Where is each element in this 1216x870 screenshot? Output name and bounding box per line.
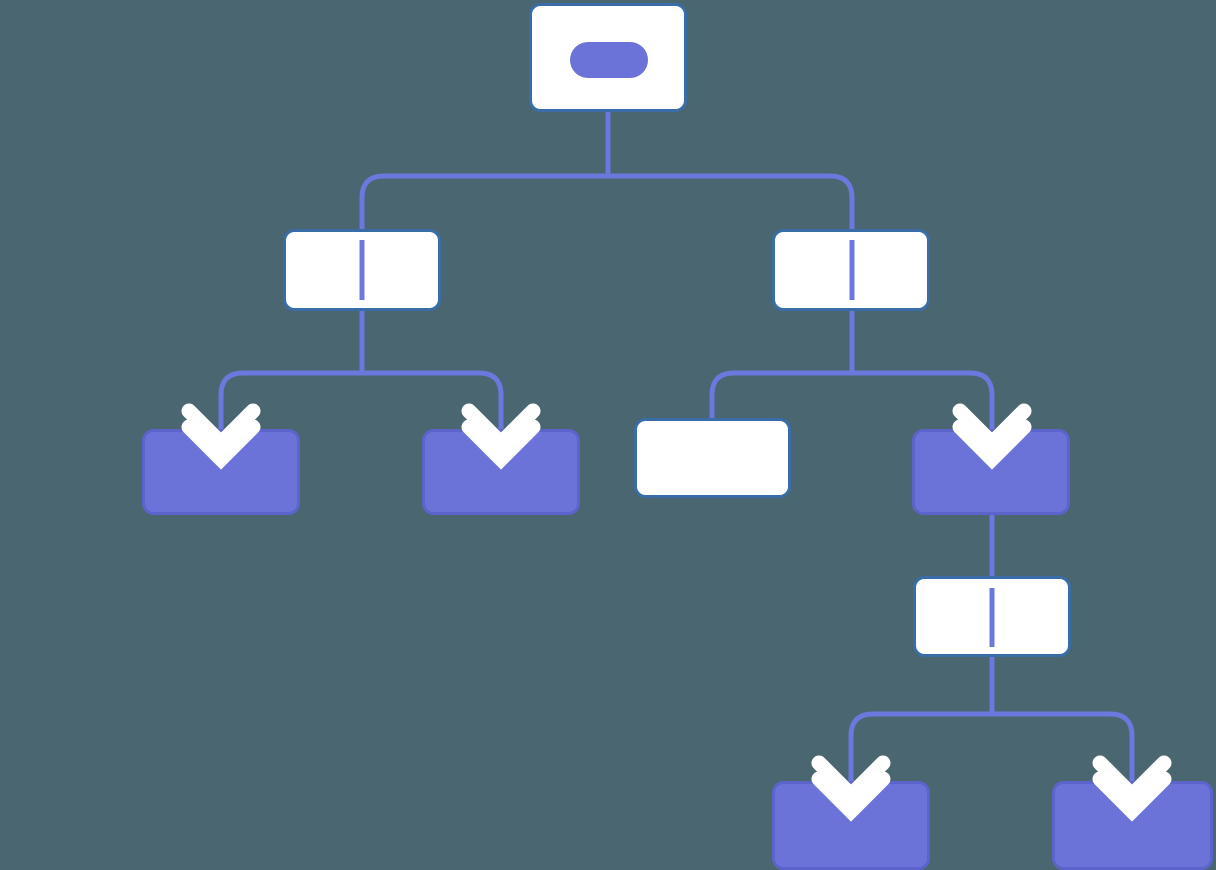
connector-branch-left-to-leaf-1 [218, 370, 362, 429]
chevron-down-arrow-leaf-4-chevron-upper [811, 755, 891, 806]
leaf-node-3-body[interactable] [634, 418, 791, 498]
leaf-node-5-body[interactable] [1052, 781, 1213, 870]
root-node[interactable] [529, 3, 687, 112]
chevron-down-arrow-leaf-5-chevron-upper [1092, 755, 1172, 806]
branch-node-deep-body[interactable] [912, 429, 1070, 515]
leaf-node-4[interactable] [772, 781, 930, 870]
connector-root-to-branch-left [359, 173, 608, 229]
branch-node-deep[interactable] [912, 429, 1070, 515]
connector-root-to-branch-right [608, 173, 855, 229]
connector-branch-right-to-leaf-3 [709, 370, 852, 418]
leaf-node-1-body[interactable] [142, 429, 300, 515]
leaf-node-4-body[interactable] [772, 781, 930, 870]
chevron-down-arrow-deep-branch [952, 403, 1032, 470]
chevron-down-arrow-leaf-2-chevron-upper [461, 403, 541, 454]
chevron-down-arrow-leaf-1-chevron-lower [181, 419, 261, 470]
chevron-down-arrow-leaf-1-chevron-upper [181, 403, 261, 454]
chevron-down-arrow-deep-branch-chevron-upper [952, 403, 1032, 454]
connector-deep-to-leaf-4 [848, 711, 992, 781]
leaf-node-3[interactable] [634, 418, 791, 498]
leaf-node-1[interactable] [142, 429, 300, 515]
arrow-marker-layer [181, 403, 1172, 822]
leaf-node-5[interactable] [1052, 781, 1213, 870]
node-layer [142, 3, 1213, 870]
leaf-node-2-body[interactable] [422, 429, 580, 515]
chevron-down-arrow-leaf-4 [811, 755, 891, 822]
chevron-down-arrow-deep-branch-chevron-lower [952, 419, 1032, 470]
chevron-down-arrow-leaf-1 [181, 403, 261, 470]
chevron-down-arrow-leaf-5 [1092, 755, 1172, 822]
leaf-node-2[interactable] [422, 429, 580, 515]
connector-deep-to-leaf-5 [992, 711, 1135, 781]
chevron-down-arrow-leaf-2-chevron-lower [461, 419, 541, 470]
chevron-down-arrow-leaf-5-chevron-lower [1092, 771, 1172, 822]
connector-branch-left-to-leaf-2 [362, 370, 504, 429]
chevron-down-arrow-leaf-4-chevron-lower [811, 771, 891, 822]
root-pill-badge[interactable] [570, 42, 648, 78]
chevron-down-arrow-leaf-2 [461, 403, 541, 470]
connector-branch-right-to-deep-branch [852, 370, 995, 429]
